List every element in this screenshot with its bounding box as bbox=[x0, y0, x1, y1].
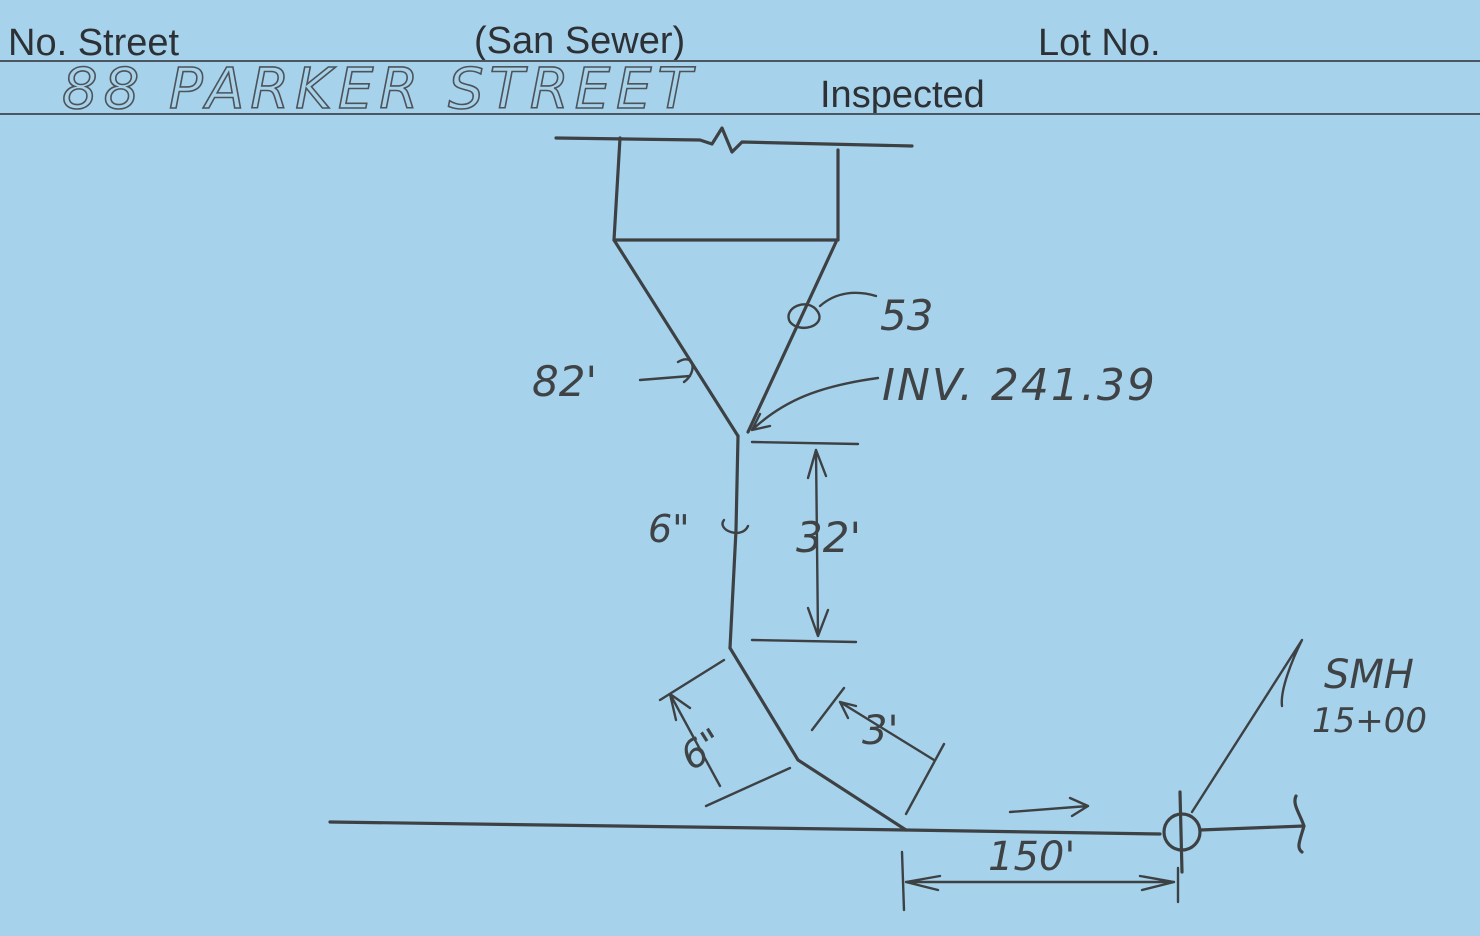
manhole-station: 15+00 bbox=[1312, 701, 1427, 741]
lower-bend-pipe bbox=[728, 646, 908, 832]
vertical-pipe-size: 6" bbox=[648, 507, 690, 551]
right-branch-symbol bbox=[787, 291, 878, 329]
address-handwriting: 88 PARKER STREET bbox=[62, 57, 698, 122]
left-branch-dimension: 82' bbox=[532, 357, 597, 406]
distance-dimension-lines bbox=[900, 850, 1180, 912]
lower-pipe-size: 6" bbox=[673, 720, 732, 779]
type-label: (San Sewer) bbox=[474, 20, 686, 62]
offset-dimension-lines bbox=[810, 686, 946, 816]
manhole-label: SMH bbox=[1324, 652, 1414, 698]
inspected-label: Inspected bbox=[820, 74, 985, 116]
building-outline bbox=[612, 136, 840, 242]
left-branch-line bbox=[612, 238, 740, 438]
manhole-leader bbox=[1190, 638, 1304, 814]
flow-direction-arrow bbox=[1008, 796, 1090, 818]
lot-label: Lot No. bbox=[1038, 22, 1161, 64]
vertical-pipe bbox=[728, 434, 740, 650]
right-branch-dimension: 53 bbox=[880, 291, 933, 340]
main-sewer-line bbox=[328, 820, 1162, 836]
vertical-run-dimension: 32' bbox=[796, 513, 861, 562]
manhole-centerline bbox=[1178, 790, 1184, 874]
header-rule-bottom bbox=[0, 113, 1480, 115]
header-rule-top bbox=[0, 60, 1480, 62]
lower-pipe-dimension-lines bbox=[658, 658, 792, 808]
vertical-dimension-lines bbox=[750, 440, 860, 644]
right-branch-line bbox=[746, 240, 838, 434]
street-label: No. Street bbox=[8, 22, 180, 64]
left-branch-symbol bbox=[638, 358, 694, 384]
invert-arrow bbox=[750, 376, 880, 432]
distance-to-manhole: 150' bbox=[988, 834, 1075, 880]
invert-elevation: INV. 241.39 bbox=[882, 360, 1157, 411]
main-sewer-break bbox=[1198, 794, 1306, 854]
street-line-top bbox=[554, 126, 914, 154]
vertical-pipe-symbol bbox=[721, 518, 750, 535]
offset-dimension: 3' bbox=[862, 708, 898, 754]
